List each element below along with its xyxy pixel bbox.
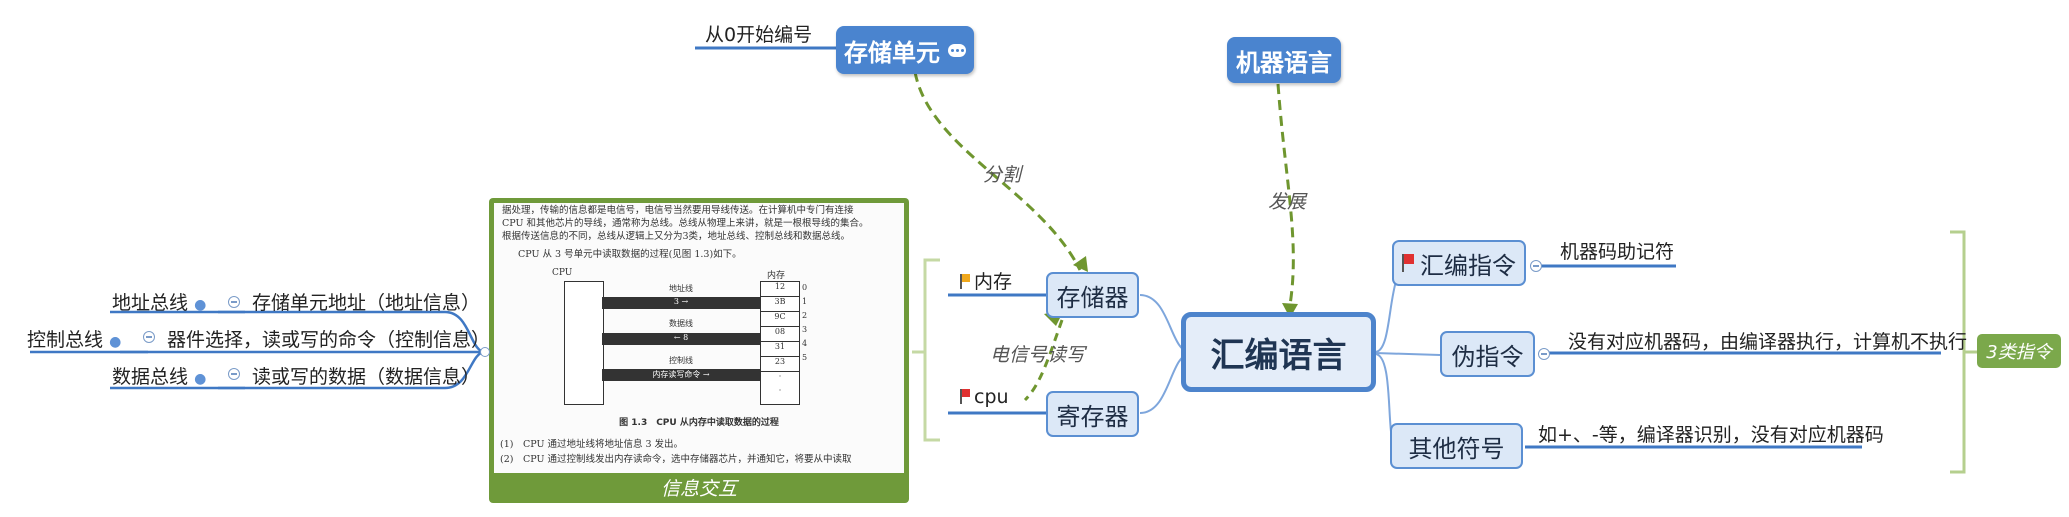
collapse-toggle[interactable]	[228, 296, 240, 308]
memory-box-label: 内存	[767, 271, 786, 281]
memory-address: 1	[802, 297, 808, 306]
bus-bar: 内存读写命令 →	[602, 369, 760, 381]
figure-caption: 图 1.3 CPU 从内存中读取数据的过程	[619, 418, 779, 428]
bus-label: 控制线	[669, 356, 693, 365]
red-flag-icon	[1402, 254, 1414, 272]
memory-address: 5	[802, 353, 808, 362]
bus-detail[interactable]: 器件选择，读或写的命令（控制信息）	[167, 329, 491, 351]
collapse-toggle[interactable]	[143, 331, 155, 343]
memory-cell: 23	[761, 357, 799, 372]
machine-language-label: 机器语言	[1236, 48, 1332, 77]
memory-cell: 9C	[761, 312, 799, 327]
relation-label-develop: 发展	[1268, 191, 1307, 213]
bus-arrow-text: 3 →	[673, 297, 689, 306]
memory-cell: 12	[761, 282, 799, 297]
machine-language-node[interactable]: 机器语言	[1227, 37, 1341, 83]
register-label: 寄存器	[1056, 402, 1129, 431]
collapse-toggle[interactable]	[480, 347, 490, 357]
image-card[interactable]: 据处理，传输的信息都是电信号，电信号当然要用导线传送。在计算机中专门有连接 CP…	[489, 198, 909, 503]
comment-icon[interactable]	[948, 43, 966, 57]
bus-detail[interactable]: 读或写的数据（数据信息）	[252, 366, 481, 388]
register-flag-item[interactable]: cpu	[960, 386, 1009, 408]
right-node-pseudo-instruction[interactable]: 伪指令	[1440, 331, 1535, 377]
right-node-child[interactable]: 如+、-等，编译器识别，没有对应机器码	[1538, 424, 1884, 446]
memory-cell: ·	[778, 386, 782, 395]
bus-name[interactable]: 地址总线 ●	[112, 288, 206, 315]
relation-label-signal: 电信号读写	[990, 344, 1086, 366]
memory-address: 3	[802, 325, 808, 334]
cpu-box	[564, 281, 604, 405]
red-flag-icon	[960, 389, 970, 404]
right-node-label: 其他符号	[1408, 434, 1505, 463]
memory-address: 2	[802, 311, 808, 320]
storage-unit-label: 存储单元	[844, 38, 940, 67]
storage-unit-node[interactable]: 存储单元	[836, 26, 974, 74]
figure-text-line: 根据传送信息的不同，总线从逻辑上又分为3类，地址总线、控制总线和数据总线。	[502, 231, 851, 242]
comment-icon[interactable]: ●	[109, 334, 122, 350]
figure-text-line: CPU 从 3 号单元中读取数据的过程(见图 1.3)如下。	[518, 249, 742, 260]
bus-arrow-text: ← 8	[673, 333, 689, 342]
orange-flag-icon	[960, 274, 970, 289]
right-node-asm-instruction[interactable]: 汇编指令	[1392, 240, 1526, 286]
root-node[interactable]: 汇编语言	[1181, 312, 1376, 392]
bus-name-label: 地址总线	[112, 292, 189, 314]
memory-cell: ·	[778, 372, 782, 381]
bus-bar: 3 →	[602, 297, 760, 309]
right-node-label: 伪指令	[1451, 342, 1524, 371]
comment-icon[interactable]: ●	[194, 297, 207, 313]
collapse-toggle[interactable]	[1538, 348, 1550, 360]
bus-detail[interactable]: 存储单元地址（地址信息）	[252, 292, 481, 314]
memory-address: 0	[802, 283, 808, 292]
figure-text-line: (1) CPU 通过地址线将地址信息 3 发出。	[500, 439, 684, 450]
textbook-figure: 据处理，传输的信息都是电信号，电信号当然要用导线传送。在计算机中专门有连接 CP…	[494, 203, 904, 473]
memory-label: 存储器	[1056, 283, 1129, 312]
figure-text-line: CPU 和其他芯片的导线，通常称为总线。总线从物理上来讲，就是一根根导线的集合。	[502, 218, 869, 229]
memory-address: 4	[802, 339, 808, 348]
root-label: 汇编语言	[1210, 335, 1347, 376]
register-flag-label: cpu	[974, 386, 1009, 408]
right-node-child[interactable]: 没有对应机器码，由编译器执行，计算机不执行	[1568, 331, 1968, 353]
comment-icon[interactable]: ●	[194, 371, 207, 387]
summary-tag[interactable]: 3类指令	[1977, 334, 2061, 368]
memory-flag-label: 内存	[974, 271, 1013, 293]
bus-bar: ← 8	[602, 333, 760, 345]
memory-cell: 08	[761, 327, 799, 342]
memory-box: 12 3B 9C 08 31 23 · ·	[760, 281, 800, 405]
memory-cell: 3B	[761, 297, 799, 312]
image-caption: 信息交互	[660, 478, 737, 500]
right-node-label: 汇编指令	[1420, 251, 1516, 280]
bus-label: 数据线	[669, 319, 693, 328]
right-node-child[interactable]: 机器码助记符	[1560, 241, 1675, 263]
memory-flag-item[interactable]: 内存	[960, 267, 1012, 294]
collapse-toggle[interactable]	[1530, 260, 1542, 272]
figure-text-line: 据处理，传输的信息都是电信号，电信号当然要用导线传送。在计算机中专门有连接	[502, 205, 854, 216]
figure-text-line: (2) CPU 通过控制线发出内存读命令，选中存储器芯片，并通知它，将要从中读取	[500, 454, 852, 465]
cpu-box-label: CPU	[552, 268, 573, 278]
memory-cell: 31	[761, 342, 799, 357]
relation-label-split: 分割	[983, 164, 1022, 186]
bus-name-label: 控制总线	[27, 329, 104, 351]
memory-node[interactable]: 存储器	[1046, 272, 1139, 318]
bus-name[interactable]: 控制总线 ●	[27, 325, 121, 352]
bus-label: 地址线	[669, 284, 693, 293]
collapse-toggle[interactable]	[228, 368, 240, 380]
bus-name[interactable]: 数据总线 ●	[112, 362, 206, 389]
bus-name-label: 数据总线	[112, 366, 189, 388]
register-node[interactable]: 寄存器	[1046, 391, 1139, 437]
bus-arrow-text: 内存读写命令 →	[652, 370, 710, 379]
storage-unit-child[interactable]: 从0开始编号	[705, 24, 813, 46]
right-node-other-symbols[interactable]: 其他符号	[1390, 423, 1523, 469]
